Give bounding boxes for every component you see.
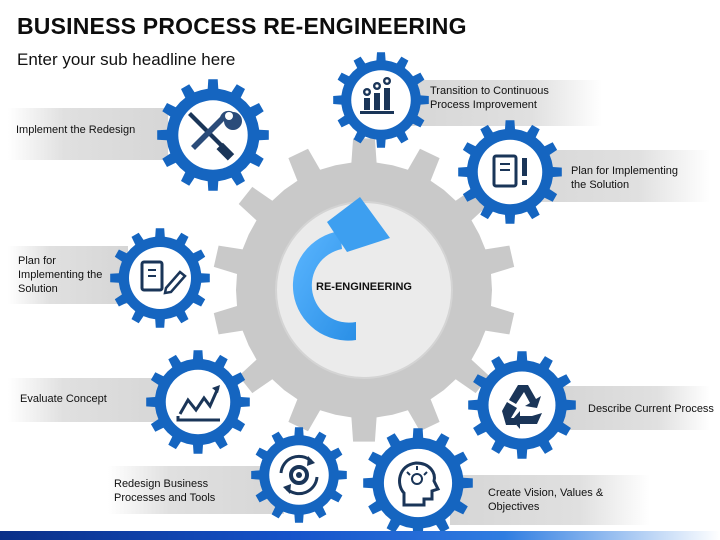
band-implement-redesign xyxy=(8,108,168,160)
notebook-alert-icon xyxy=(492,154,527,188)
bottom-accent-bar xyxy=(0,531,720,540)
step-label-implement-redesign: Implement the Redesign xyxy=(16,124,136,136)
step-label-vision: Create Vision, Values & Objectives xyxy=(488,487,604,513)
gear-cycle-icon xyxy=(279,454,319,496)
center-label: RE-ENGINEERING xyxy=(316,281,412,293)
trend-chart-icon xyxy=(176,385,220,422)
label-bands xyxy=(8,80,710,525)
band-plan-left xyxy=(8,246,128,304)
growth-gears-icon xyxy=(360,77,394,114)
gear-evaluate-face xyxy=(165,369,231,435)
band-transition xyxy=(402,80,602,126)
step-label-plan-left: Plan for Implementing the Solution xyxy=(18,255,103,295)
icons xyxy=(140,77,542,507)
page-subtitle: Enter your sub headline here xyxy=(17,50,236,69)
gear-transition-face xyxy=(351,70,411,130)
gear-describe-face xyxy=(488,371,556,439)
step-label-plan-right: Plan for Implementing the Solution xyxy=(571,165,678,191)
idea-head-icon xyxy=(398,461,441,507)
step-label-describe: Describe Current Process xyxy=(588,403,714,415)
step-label-redesign: Redesign Business Processes and Tools xyxy=(114,478,216,504)
gears xyxy=(110,52,576,538)
band-evaluate xyxy=(8,378,166,422)
cycle-arrow xyxy=(292,197,390,341)
band-vision xyxy=(450,475,650,525)
tools-icon xyxy=(188,110,242,161)
recycle-icon xyxy=(502,385,542,429)
page-title: BUSINESS PROCESS RE-ENGINEERING xyxy=(17,13,467,39)
notebook-pencil-icon xyxy=(140,260,187,295)
step-label-evaluate: Evaluate Concept xyxy=(20,393,107,405)
step-label-transition: Transition to Continuous Process Improve… xyxy=(430,85,549,111)
band-describe xyxy=(560,386,710,430)
